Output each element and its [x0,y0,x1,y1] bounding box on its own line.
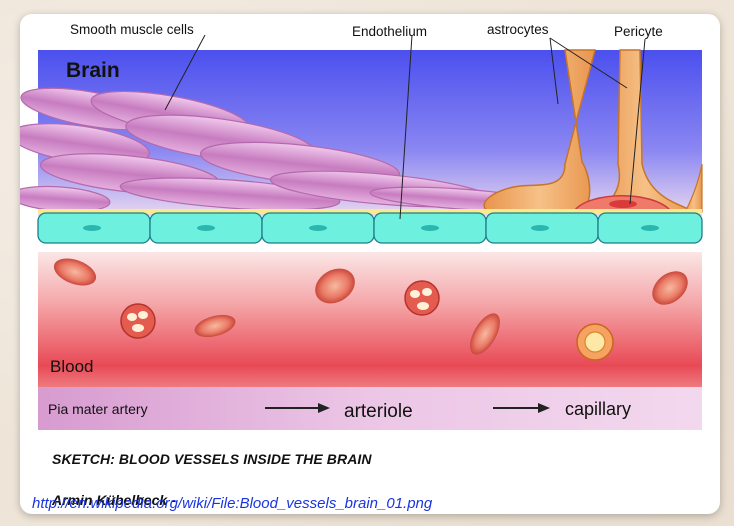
pia-mater-artery-label: Pia mater artery [48,401,148,417]
figure-caption: SKETCH: BLOOD VESSELS INSIDE THE BRAIN [52,451,372,467]
capillary-label: capillary [565,399,631,419]
source-link[interactable]: http://en.wikipedia.org/wiki/File:Blood_… [32,495,432,512]
astrocytes-label: astrocytes [487,22,549,37]
smooth-muscle-label: Smooth muscle cells [70,22,194,37]
figure-card: Smooth muscle cells Endothelium astrocyt… [20,14,720,514]
brain-region-label: Brain [66,59,120,82]
blood-vessel-diagram: Smooth muscle cells Endothelium astrocyt… [20,14,720,444]
blood-region-label: Blood [50,357,93,376]
arteriole-label: arteriole [344,401,413,422]
endothelium-layer [38,213,702,243]
endothelium-label: Endothelium [352,24,427,39]
pericyte-label: Pericyte [614,24,663,39]
